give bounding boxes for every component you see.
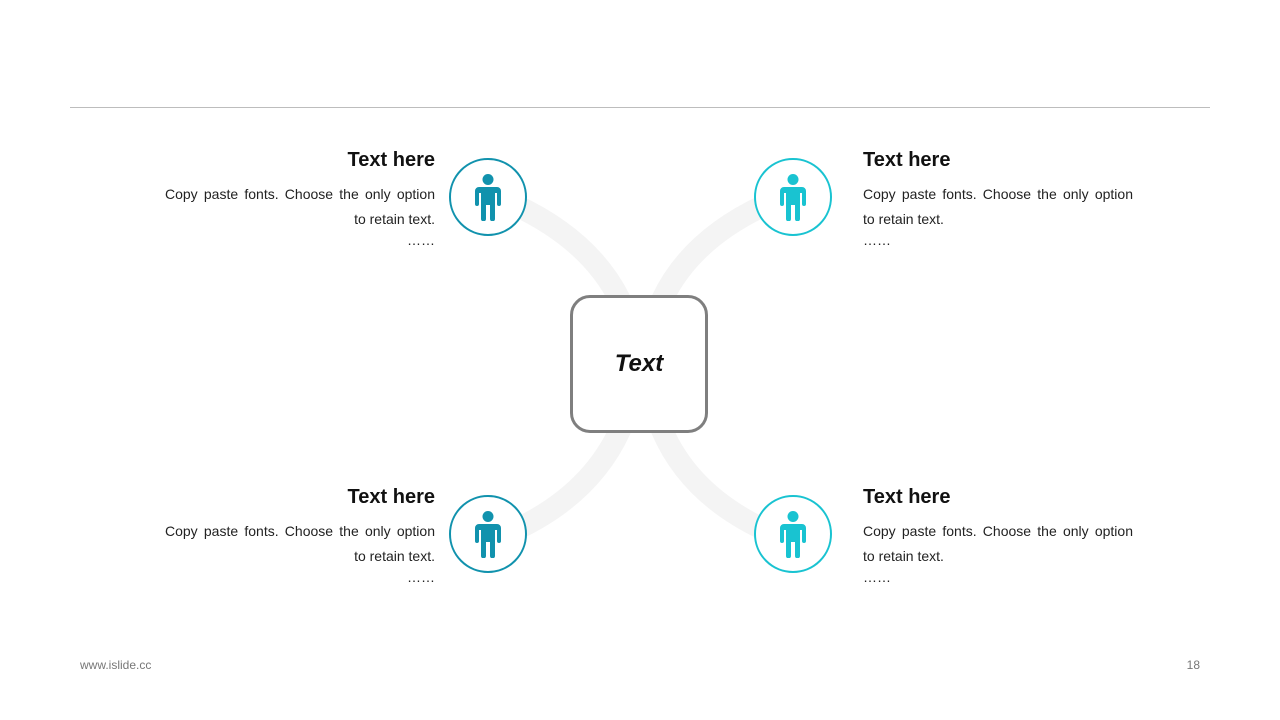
node-title: Text here (347, 149, 435, 171)
node-ellipsis: …… (407, 569, 435, 585)
person-icon (780, 174, 806, 221)
node-title: Text here (863, 486, 951, 508)
node-top-right-text: Text here Copy paste fonts. Choose the o… (863, 148, 1133, 248)
page-number: 18 (1186, 658, 1200, 672)
node-ellipsis: …… (863, 232, 891, 248)
node-title: Text here (863, 149, 951, 171)
node-top-right-circle (754, 158, 832, 236)
person-icon (475, 174, 501, 221)
node-top-left-text: Text here Copy paste fonts. Choose the o… (165, 148, 435, 248)
node-title: Text here (347, 486, 435, 508)
node-body: Copy paste fonts. Choose the only option… (863, 186, 1133, 227)
person-icon (475, 511, 501, 558)
center-label: Text (614, 350, 664, 377)
node-body: Copy paste fonts. Choose the only option… (165, 523, 435, 564)
connector-bottom-left (504, 419, 631, 541)
node-bottom-right-circle (754, 495, 832, 573)
node-ellipsis: …… (407, 232, 435, 248)
footer-website: www.islide.cc (80, 658, 152, 672)
node-bottom-left-text: Text here Copy paste fonts. Choose the o… (165, 485, 435, 585)
top-divider (70, 107, 1210, 108)
connector-top-right (651, 194, 776, 311)
connector-top-left (504, 194, 631, 311)
node-bottom-right-text: Text here Copy paste fonts. Choose the o… (863, 485, 1133, 585)
node-top-left-circle (449, 158, 527, 236)
node-ellipsis: …… (863, 569, 891, 585)
center-box: Text (570, 295, 708, 433)
node-body: Copy paste fonts. Choose the only option… (863, 523, 1133, 564)
connector-bottom-right (651, 419, 776, 541)
node-body: Copy paste fonts. Choose the only option… (165, 186, 435, 227)
person-icon (780, 511, 806, 558)
node-bottom-left-circle (449, 495, 527, 573)
